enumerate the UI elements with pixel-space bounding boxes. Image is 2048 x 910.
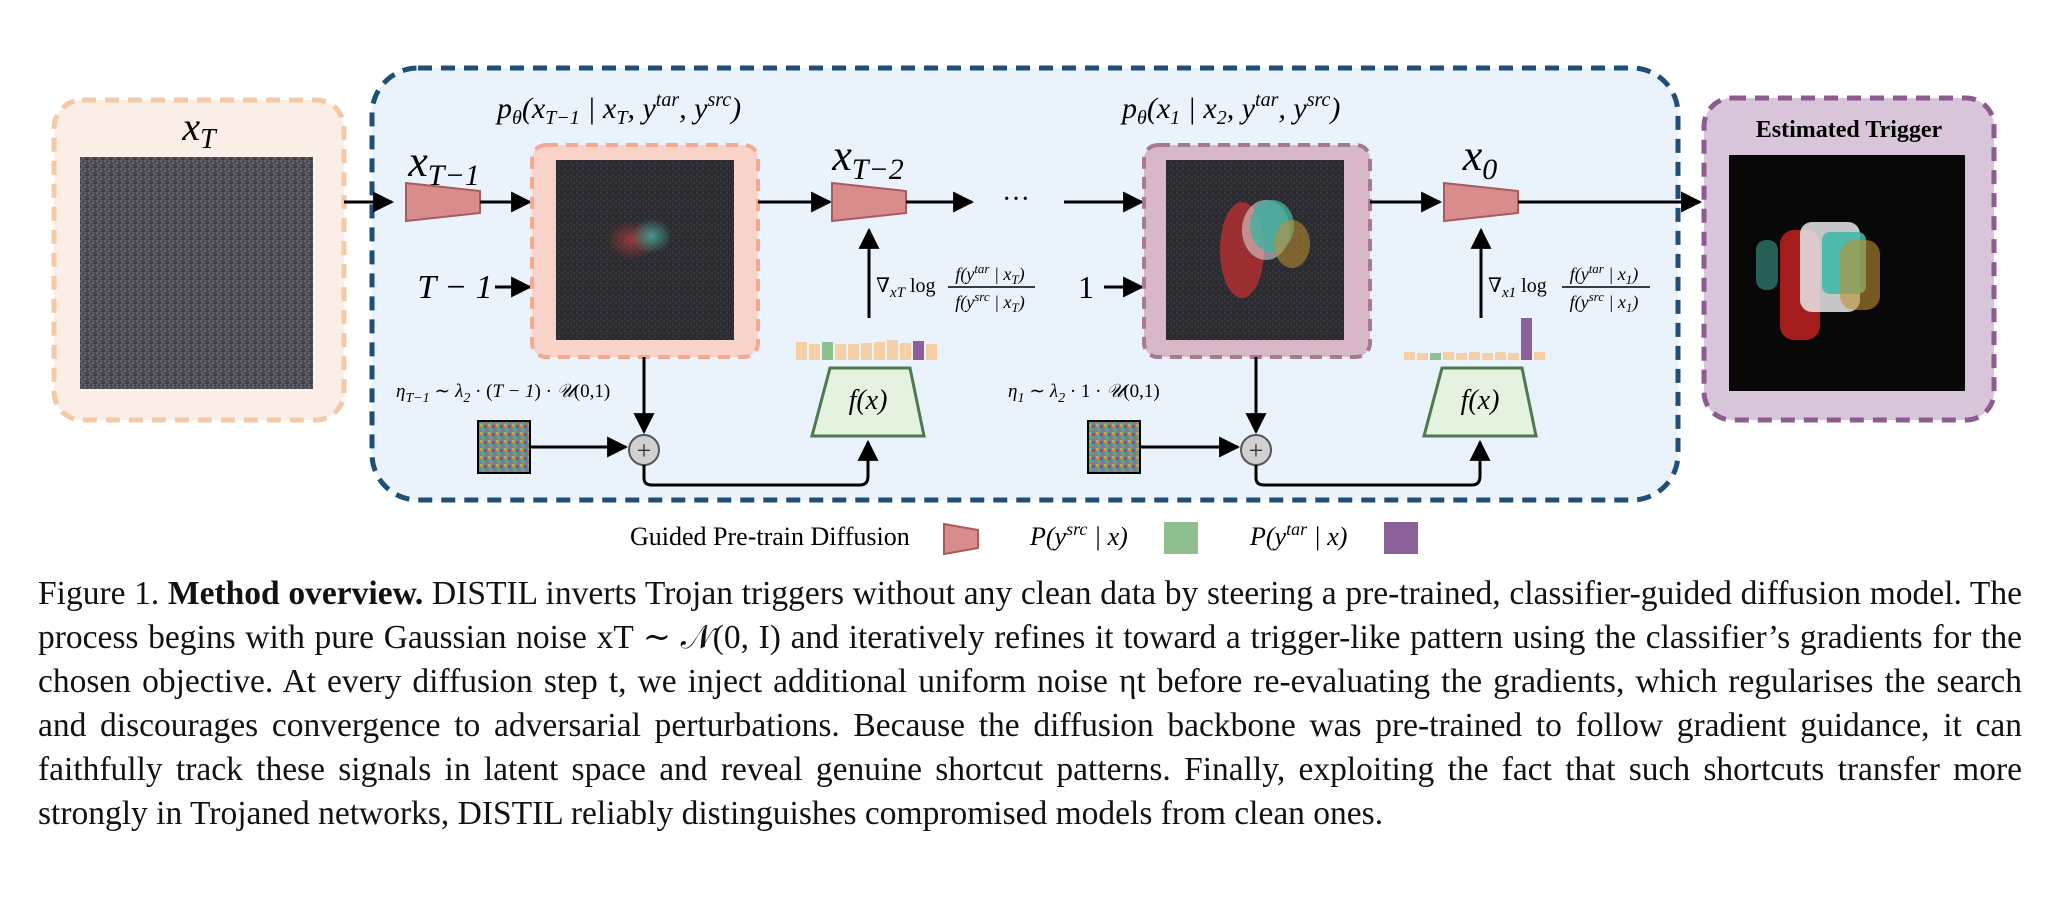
caption-title: Method overview.: [168, 575, 424, 612]
legend-tar-label: P(ytar | x): [1249, 519, 1347, 551]
probability-bars-1: [796, 340, 937, 360]
gradient-last: ∇x1 log: [1488, 275, 1547, 301]
legend-diffusion-label: Guided Pre-train Diffusion: [630, 522, 910, 551]
timestep-T-1: T − 1: [417, 269, 492, 306]
svg-text:+: +: [637, 436, 652, 465]
label-xT: xT: [181, 104, 218, 155]
legend-diffusion-swatch: [943, 522, 979, 556]
classifier-label-2: f(x): [1461, 385, 1500, 416]
probability-bars-2: [1404, 318, 1545, 360]
legend-src-label: P(ysrc | x): [1029, 519, 1128, 551]
noise-eq-first: ηT−1 ∼ λ2 · (T − 1) · 𝒰(0,1): [396, 381, 610, 406]
gaussian-noise-image: [80, 157, 313, 389]
svg-text:+: +: [1249, 436, 1264, 465]
estimated-trigger-title: Estimated Trigger: [1756, 117, 1943, 143]
ellipsis: ···: [1002, 184, 1030, 215]
diffusion-block-3: [1443, 181, 1519, 223]
caption-text: DISTIL inverts Trojan triggers without a…: [38, 575, 2023, 832]
method-overview-figure: xT Estimated Trigger xT−1 T − 1 pθ(xT−1 …: [51, 65, 1997, 556]
svg-text:f(ytar | x1): f(ytar | x1): [1570, 261, 1639, 287]
uniform-noise-image-2: [1087, 420, 1141, 474]
legend-tar-swatch: [1384, 522, 1418, 554]
classifier-block-2: [1422, 366, 1538, 438]
figure-caption: Figure 1. Method overview. DISTIL invert…: [38, 572, 2022, 836]
classifier-label-1: f(x): [849, 385, 888, 416]
p-theta-last: pθ(x1 | x2, ytar, ysrc): [1120, 89, 1340, 129]
legend-src-swatch: [1164, 522, 1198, 554]
noise-eq-last: η1 ∼ λ2 · 1 · 𝒰(0,1): [1008, 381, 1160, 406]
uniform-noise-image-1: [477, 420, 531, 474]
timestep-1: 1: [1078, 269, 1094, 305]
diffusion-block-1: [405, 181, 481, 223]
gradient-first: ∇xT log: [876, 275, 936, 301]
diffusion-block-2: [831, 181, 907, 223]
caption-prefix: Figure 1.: [38, 575, 160, 612]
classifier-block-1: [810, 366, 926, 438]
